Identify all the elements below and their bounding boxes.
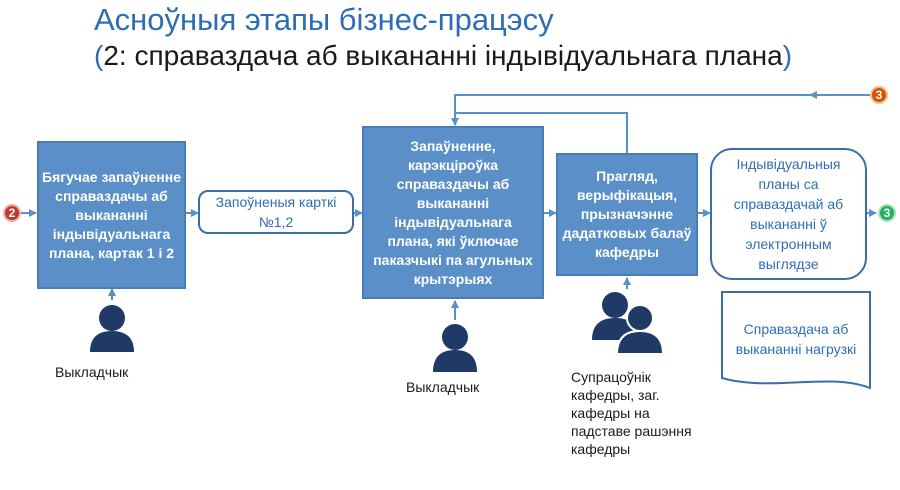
result-text: Індывідуальныя планы са справаздачай аб … [733,156,844,272]
actor2-label: Выкладчык [406,379,480,395]
cards-box: Запоўненыя карткі №1,2 [198,190,354,234]
page-subtitle: (2: справаздача аб выкананні індывідуаль… [94,40,792,72]
document-shape [721,291,871,390]
person-icon-actor1 [90,305,134,352]
page-title: Асноўныя этапы бізнес-працэсу [94,2,554,37]
start-badge: 2 [3,204,21,222]
subtitle-close-paren: ) [782,40,793,71]
actor3-label: Супрацоўнік кафедры, заг. кафедры на пад… [571,369,692,457]
arrow-step3-feedback [455,112,628,153]
document-text: Справаздача аб выкананні нагрузкі [735,321,857,357]
step3-box: Прагляд, верыфікацыя, прызначэнне дадатк… [556,153,698,276]
people-icon-actor3 [592,292,665,355]
step1-text: Бягучае запаўненне справаздачы аб выкана… [42,168,181,261]
actor1-label: Выкладчык [55,364,129,380]
subtitle-open-paren: ( [94,40,104,71]
subtitle-text: 2: справаздача аб выкананні індывідуальн… [103,40,783,71]
step2-text: Запаўненне, карэкціроўка справаздачы аб … [373,137,533,287]
step3-text: Прагляд, верыфікацыя, прызначэнне дадатк… [562,168,692,260]
person-icon-actor2 [433,324,477,372]
end-badge: 3 [878,204,896,222]
cards-text: Запоўненыя карткі №1,2 [215,194,337,230]
step1-box: Бягучае запаўненне справаздачы аб выкана… [37,141,186,289]
loop-badge: 3 [870,86,888,104]
step2-box: Запаўненне, карэкціроўка справаздачы аб … [362,126,544,299]
arrow-loop-line [451,94,810,126]
result-box: Індывідуальныя планы са справаздачай аб … [710,148,867,280]
